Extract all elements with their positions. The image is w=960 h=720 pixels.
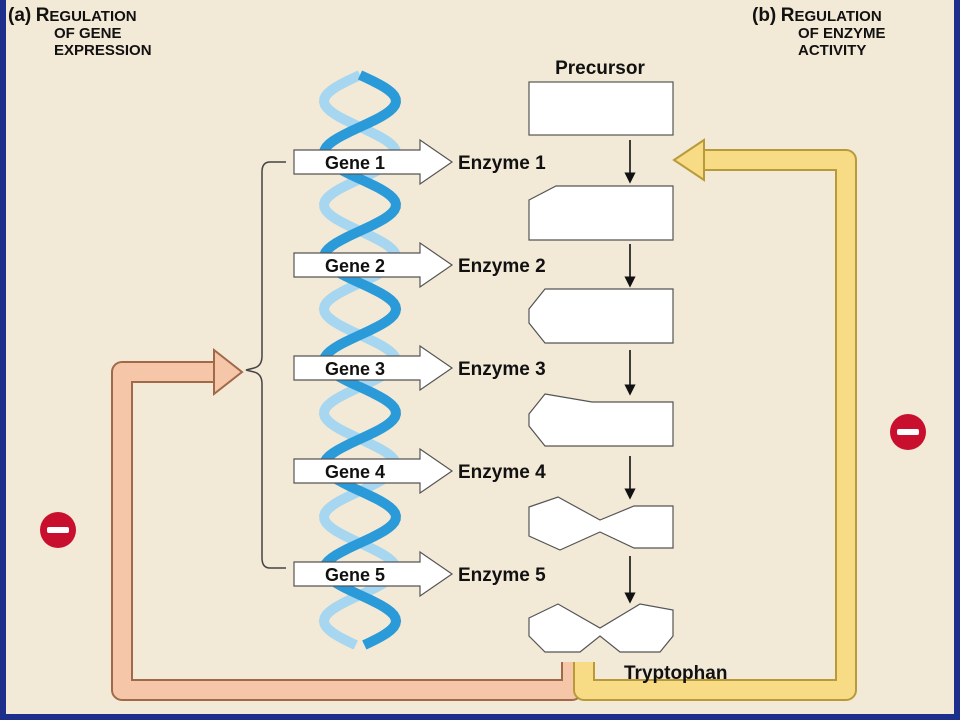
precursor-box bbox=[528, 81, 674, 136]
enzyme-label-4: Enzyme 4 bbox=[458, 462, 546, 483]
frame-right-border bbox=[954, 0, 960, 720]
gene-feedback-loop-fill bbox=[113, 363, 581, 699]
enzyme-label-5: Enzyme 5 bbox=[458, 565, 546, 586]
intermediate-1 bbox=[528, 185, 674, 241]
frame-left-border bbox=[0, 0, 6, 720]
panel-b-tag: (b) bbox=[752, 5, 777, 26]
gene-label-1: Gene 1 bbox=[325, 153, 385, 173]
minus-circle-icon bbox=[40, 512, 76, 548]
gene-label-3: Gene 3 bbox=[325, 359, 385, 379]
gene-brace bbox=[245, 161, 286, 569]
panel-a-title: (a) REGULATION OF GENE EXPRESSION bbox=[8, 6, 152, 60]
panel-b-title-line2: OF ENZYME bbox=[798, 24, 886, 42]
tryptophan-label: Tryptophan bbox=[624, 663, 727, 684]
intermediate-4 bbox=[528, 496, 674, 551]
panel-a-title-line3: EXPRESSION bbox=[54, 41, 152, 59]
enzyme-feedback-arrowhead bbox=[672, 138, 705, 182]
intermediate-2 bbox=[528, 288, 674, 344]
panel-a-title-initial: R bbox=[35, 5, 50, 26]
gene-arrow-2 bbox=[293, 241, 454, 289]
minus-circle-icon bbox=[890, 414, 926, 450]
gene-arrow-1 bbox=[293, 138, 454, 186]
panel-b-title-initial: R bbox=[780, 5, 795, 26]
gene-arrow-3 bbox=[293, 344, 454, 392]
enzyme-label-1: Enzyme 1 bbox=[458, 153, 546, 174]
gene-arrow-4 bbox=[293, 447, 454, 495]
gene-feedback-arrowhead bbox=[213, 347, 244, 397]
tryptophan-shape bbox=[528, 603, 674, 653]
intermediate-3 bbox=[528, 393, 674, 447]
gene-arrow-5 bbox=[293, 550, 454, 598]
gene-label-5: Gene 5 bbox=[325, 565, 385, 585]
gene-label-2: Gene 2 bbox=[325, 256, 385, 276]
panel-b-title: (b) REGULATION OF ENZYME ACTIVITY bbox=[752, 6, 886, 60]
panel-a-tag: (a) bbox=[8, 5, 32, 26]
frame-bottom-border bbox=[0, 714, 960, 720]
panel-a-title-line1: EGULATION bbox=[49, 8, 137, 25]
gene-arrows: Gene 1 Enzyme 1 Gene 2 Enzyme 2 Gene 3 Enzyme… bbox=[293, 138, 546, 598]
panel-b-title-line1: EGULATION bbox=[794, 8, 882, 25]
gene-label-4: Gene 4 bbox=[325, 462, 385, 482]
panel-b-title-line3: ACTIVITY bbox=[798, 41, 867, 59]
panel-a-title-line2: OF GENE bbox=[54, 24, 122, 42]
enzyme-feedback-loop-fill bbox=[575, 151, 855, 699]
enzyme-label-2: Enzyme 2 bbox=[458, 256, 546, 277]
enzyme-label-3: Enzyme 3 bbox=[458, 359, 546, 380]
precursor-label: Precursor bbox=[555, 58, 645, 79]
